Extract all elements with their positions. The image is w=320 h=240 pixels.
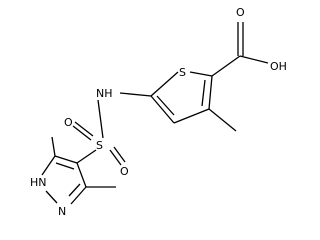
chemical-structure: S OH O NH S O O HN N bbox=[30, 6, 287, 218]
bond-c4-c5 bbox=[150, 95, 175, 124]
bond-c2-c3-inner bbox=[201, 79, 206, 107]
bond-c-oh bbox=[239, 55, 269, 64]
bond-c3-methyl bbox=[208, 108, 237, 132]
atom-label-sulfonyl-oxygen-left: O bbox=[64, 116, 73, 129]
atom-label-pyrazole-nh: HN bbox=[30, 176, 47, 189]
bond-n-c3p-inner bbox=[68, 183, 81, 197]
bond-c3p-c4 bbox=[76, 162, 87, 188]
bond-s-c5 bbox=[150, 71, 179, 97]
bond-c2-cooh bbox=[211, 55, 241, 77]
bond-nh-s bbox=[97, 99, 104, 139]
bond-c5p-nh bbox=[41, 155, 56, 176]
bond-s-o-right-b bbox=[113, 146, 126, 163]
bond-c2-c3 bbox=[208, 75, 213, 110]
atom-label-sulfonyl-sulfur: S bbox=[96, 139, 103, 152]
atom-label-hydroxyl: OH bbox=[270, 60, 287, 73]
bond-c3-c4 bbox=[173, 108, 210, 124]
bond-c4-c5-inner bbox=[156, 95, 175, 116]
bond-s-pyrazole bbox=[76, 149, 97, 164]
bond-s-c2 bbox=[189, 71, 213, 77]
bond-c5p-methyl bbox=[51, 136, 56, 157]
bond-c4-c5p-inner bbox=[55, 162, 75, 170]
bond-s-o-right-a bbox=[109, 149, 122, 166]
atom-label-pyrazole-n: N bbox=[58, 205, 66, 218]
atom-label-ring-sulfur: S bbox=[179, 66, 186, 79]
bond-nh-n bbox=[45, 190, 58, 204]
bond-c5-nh bbox=[119, 92, 152, 97]
bond-s-o-left-b bbox=[72, 125, 92, 141]
atom-label-sulfonyl-oxygen-right: O bbox=[120, 165, 129, 178]
bond-s-o-left-a bbox=[74, 121, 94, 137]
bond-c4-c5p bbox=[54, 155, 78, 164]
bond-n-c3p bbox=[70, 186, 87, 205]
atom-label-carbonyl-oxygen: O bbox=[236, 6, 245, 19]
atom-label-amine: NH bbox=[96, 87, 113, 100]
